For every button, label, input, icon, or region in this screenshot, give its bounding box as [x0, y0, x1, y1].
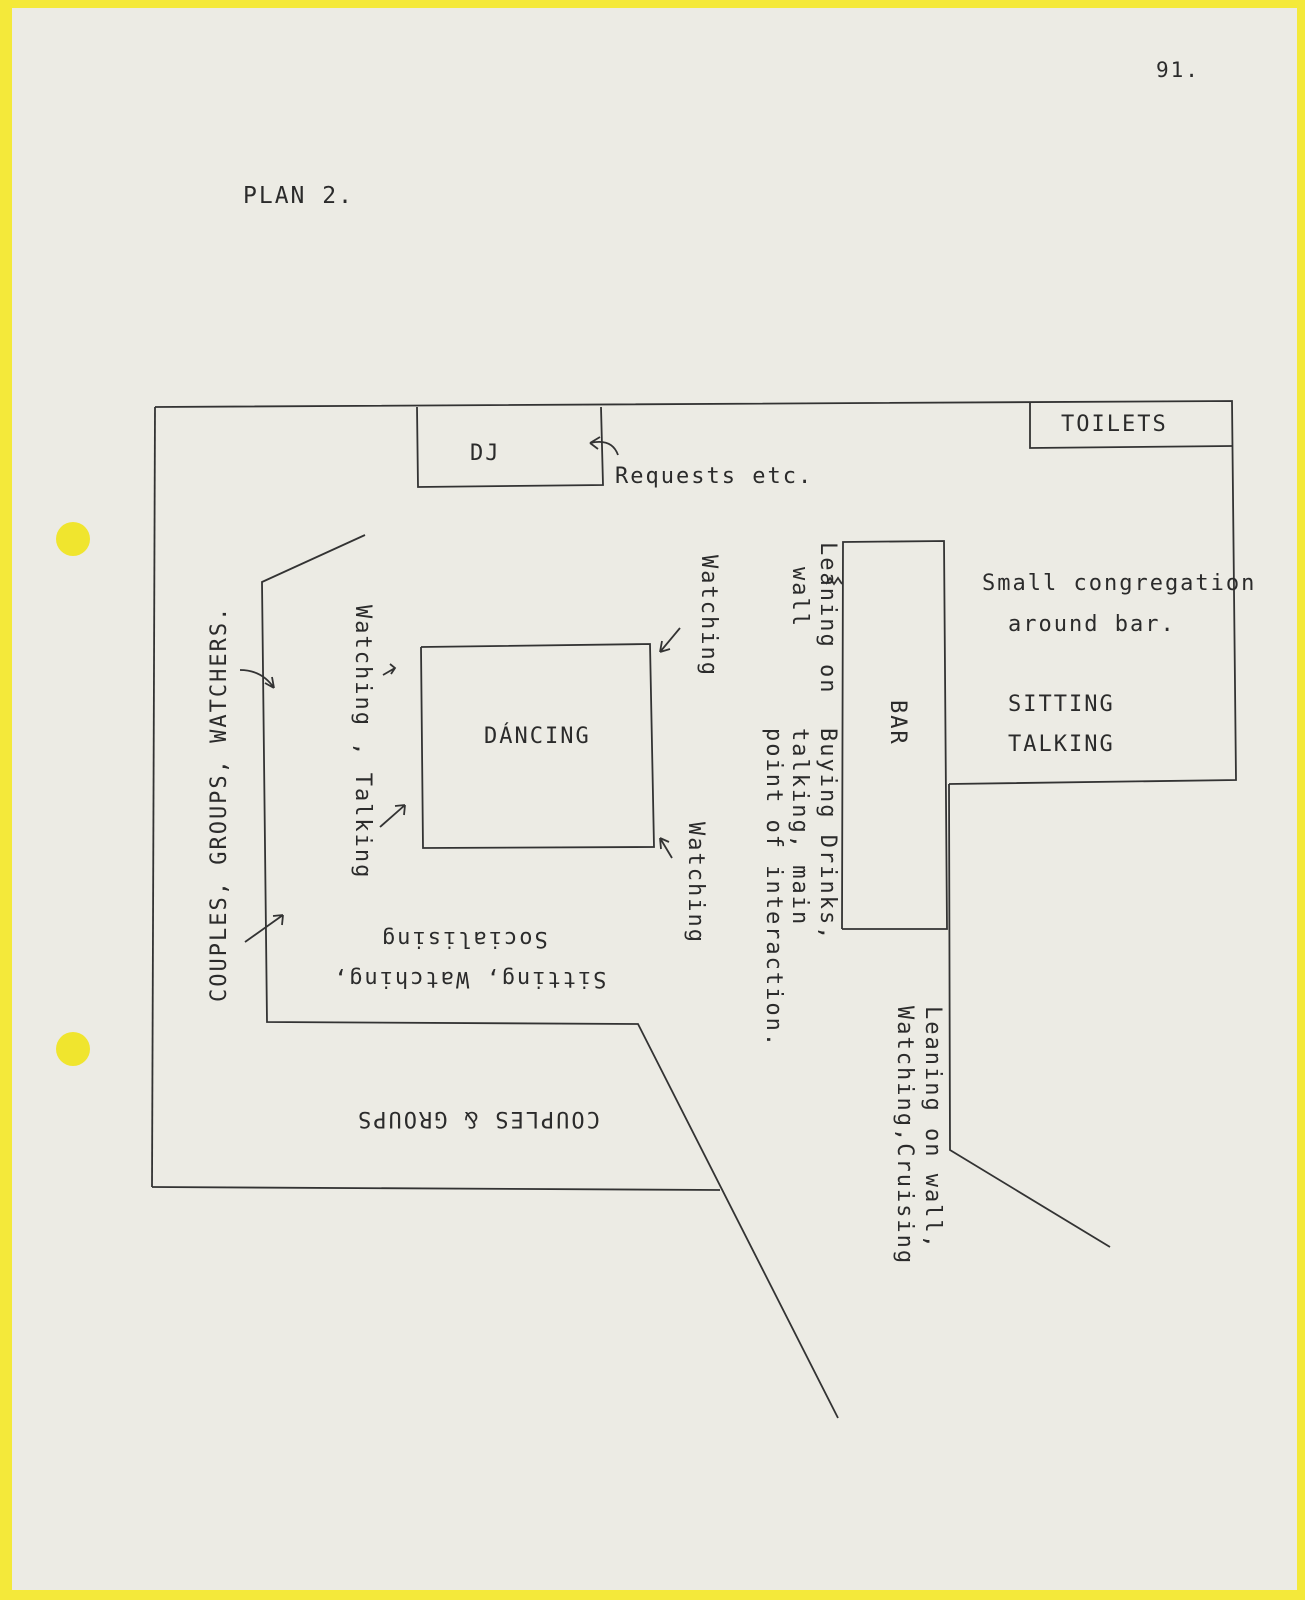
requests-label: Requests etc.: [615, 464, 814, 489]
arrow-watching-bottom: [659, 837, 673, 859]
bottom-wall: [151, 1186, 721, 1191]
socialising-label: Socialising: [380, 926, 548, 951]
watching-talking-label: Watching , Talking: [350, 605, 375, 880]
page-number: 91.: [1156, 58, 1200, 82]
arrow-requests: [589, 436, 619, 456]
buying-line2: talking, main: [787, 728, 812, 927]
arrow-leaning-wall: [825, 576, 843, 586]
leaning-cruising-line2: Watching,Cruising: [892, 1006, 917, 1266]
bar-note-line2: around bar.: [1008, 612, 1176, 637]
toilets-box: [1029, 403, 1233, 449]
dj-label: DJ: [470, 441, 501, 466]
leaning-wall-line2: wall: [787, 567, 812, 628]
toilets-label: TOILETS: [1061, 412, 1168, 437]
punch-hole-bottom: [56, 1032, 90, 1066]
right-wall: [948, 783, 1111, 1248]
bar-counter: [841, 540, 948, 930]
couples-groups-watchers-label: COUPLES, GROUPS, WATCHERS.: [207, 605, 232, 1002]
arrow-couples-bottom: [244, 914, 284, 943]
paper-sheet: [12, 8, 1297, 1590]
dancing-label: DÁNCING: [484, 724, 591, 749]
plan-title: PLAN 2.: [243, 183, 354, 209]
watching-bottom-label: Watching: [683, 822, 708, 944]
dj-booth: [416, 406, 604, 488]
buying-line1: Buying Drinks,: [815, 728, 840, 942]
leaning-cruising-line1: Leaning on wall,: [920, 1006, 945, 1250]
inner-seating-wall: [261, 534, 839, 1419]
sitting-label: SITTING: [1008, 692, 1115, 717]
left-wall: [151, 406, 156, 1188]
punch-hole-top: [56, 522, 90, 556]
arrow-watching-top: [659, 627, 681, 653]
watching-top-label: Watching: [696, 555, 721, 677]
leaning-wall-line1: Leaning on: [815, 542, 840, 695]
arrow-talking-left: [379, 804, 406, 828]
sitting-watching-label: Sitting, Watching,: [332, 966, 607, 991]
outer-wall: [154, 400, 1237, 785]
buying-line3: point of interaction.: [761, 728, 786, 1049]
bar-label: BAR: [885, 700, 910, 746]
bar-note-line1: Small congregation: [982, 571, 1257, 596]
dance-floor: [420, 643, 655, 849]
arrow-watching-left: [382, 663, 397, 676]
talking-label: TALKING: [1008, 732, 1115, 757]
couples-groups-label: COUPLES & GROUPS: [356, 1106, 600, 1131]
arrow-couples-top: [239, 669, 275, 689]
